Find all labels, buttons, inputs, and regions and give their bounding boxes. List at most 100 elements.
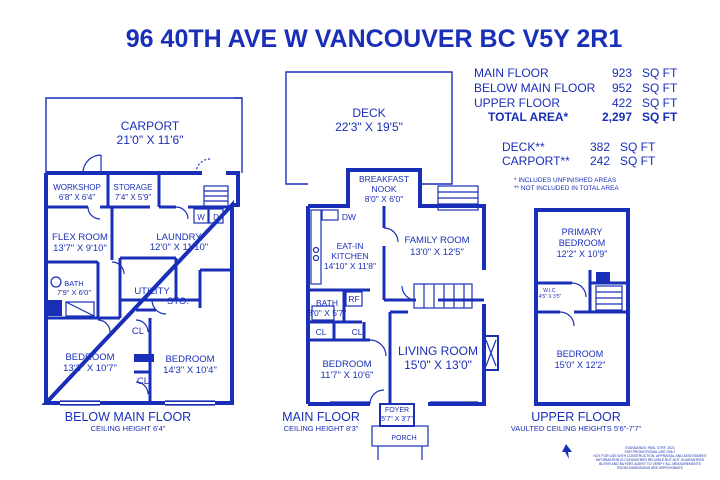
area-label-deck: DECK**	[502, 140, 545, 154]
below-main-floor-plan: CARPORT 21'0" X 11'6" WORKSHOP 6'8" X 6'…	[41, 97, 243, 433]
dishwasher-label: DW	[342, 212, 356, 222]
below-closet-2: CL	[137, 376, 149, 387]
below-bath-name: BATH	[64, 279, 83, 288]
dryer-label: D	[213, 213, 219, 222]
main-closet-2: CL	[352, 327, 363, 337]
area-label-carport: CARPORT**	[502, 154, 570, 168]
laundry-dims: 12'0" X 11'10"	[150, 242, 208, 253]
nook-name-1: BREAKFAST	[359, 174, 409, 184]
below-closet-1: CL	[132, 326, 144, 337]
primary-bedroom-dims: 12'2" X 10'9"	[557, 249, 608, 259]
below-bedroom-1-name: BEDROOM	[65, 352, 114, 363]
living-room-name: LIVING ROOM	[398, 344, 478, 358]
deck-name: DECK	[352, 106, 385, 120]
upper-bedroom-dims: 15'0" X 12'2"	[555, 360, 606, 370]
upper-chimney	[596, 272, 610, 284]
main-closet-1: CL	[316, 327, 327, 337]
nook-dims: 8'0" X 6'0"	[365, 194, 404, 204]
main-stairs	[413, 283, 473, 309]
area-unit-main: SQ FT	[642, 66, 678, 80]
area-label-total: TOTAL AREA*	[488, 110, 569, 124]
storage-name: STORAGE	[114, 183, 153, 192]
below-floor-label: BELOW MAIN FLOOR	[65, 410, 191, 424]
main-floor-plan: DECK 22'3" X 19'5" BREAKFAST NOOK 8'0" X…	[282, 71, 499, 460]
storage-dims: 7'4" X 5'9"	[115, 193, 151, 202]
area-value-upper: 422	[612, 96, 632, 110]
kitchen-dims: 14'10" X 11'8"	[324, 261, 376, 271]
area-summary: MAIN FLOOR 923 SQ FT BELOW MAIN FLOOR 95…	[474, 66, 678, 192]
main-bedroom-dims: 11'7" X 10'6"	[321, 370, 374, 381]
disclaimer-line-1: STANDARDS: RMS, STRF, 2021	[625, 446, 675, 450]
workshop-name: WORKSHOP	[53, 183, 101, 192]
flex-room-name: FLEX ROOM	[52, 232, 108, 243]
wic-name: W.I.C.	[543, 288, 557, 294]
area-note-1: * INCLUDES UNFINISHED AREAS	[514, 177, 617, 184]
laundry-name: LAUNDRY	[156, 232, 202, 243]
foyer-name: FOYER	[385, 407, 409, 414]
below-windows	[44, 339, 234, 406]
primary-bedroom-name-2: BEDROOM	[559, 238, 606, 248]
below-bath-dims: 7'9" X 6'0"	[57, 288, 91, 297]
main-floor-ceiling: CEILING HEIGHT 8'3"	[284, 424, 359, 433]
area-note-2: ** NOT INCLUDED IN TOTAL AREA	[514, 185, 619, 192]
kitchen-name-1: EAT-IN	[337, 241, 364, 251]
washer-label: W	[197, 213, 205, 222]
area-label-main: MAIN FLOOR	[474, 66, 549, 80]
kitchen-name-2: KITCHEN	[331, 251, 368, 261]
area-unit-below: SQ FT	[642, 81, 678, 95]
main-bath-dims: 8'0" X 5'7"	[308, 308, 347, 318]
carport-dims: 21'0" X 11'6"	[117, 133, 184, 147]
carport-name: CARPORT	[121, 119, 180, 133]
upper-windows	[555, 208, 607, 406]
area-label-below: BELOW MAIN FLOOR	[474, 81, 596, 95]
area-value-deck: 382	[590, 140, 610, 154]
wic-dims: 4'5" X 3'5"	[539, 294, 562, 300]
family-room-dims: 13'0" X 12'5"	[410, 247, 464, 258]
main-bath-name: BATH	[316, 298, 338, 308]
upper-stairs	[595, 285, 623, 311]
below-bath-shower	[48, 300, 62, 316]
upper-floor-ceiling: VAULTED CEILING HEIGHTS 5'6"-7'7"	[511, 424, 642, 433]
area-value-main: 923	[612, 66, 632, 80]
main-windows	[306, 229, 486, 403]
area-unit-carport: SQ FT	[620, 154, 656, 168]
area-label-upper: UPPER FLOOR	[474, 96, 560, 110]
disclaimer-line-3: NOT FOR USE WITH CONSTRUCTION, APPRAISAL…	[593, 454, 706, 458]
below-bedroom-closet-wall	[134, 354, 154, 362]
sto-name: STO.	[167, 296, 189, 307]
flex-room-dims: 13'7" X 9'10"	[53, 243, 107, 254]
fireplace	[483, 335, 499, 371]
below-bedroom-1-dims: 13'2" X 10'7"	[63, 363, 117, 374]
main-floor-label: MAIN FLOOR	[282, 410, 360, 424]
disclaimer-line-6: ROOM DIMENSIONS ARE APPROXIMATE	[617, 466, 683, 470]
family-room-name: FAMILY ROOM	[404, 235, 469, 246]
utility-name: UTILITY	[134, 286, 170, 297]
deck-dims: 22'3" X 19'5"	[335, 120, 403, 134]
main-bedroom-name: BEDROOM	[322, 359, 371, 370]
nook-name-2: NOOK	[371, 184, 396, 194]
disclaimer-line-2: FOR PROMOTIONAL USE ONLY	[625, 450, 677, 454]
disclaimer-line-4: INFORMATION IS CONSIDERED RELIABLE BUT N…	[596, 458, 705, 462]
property-address-title: 96 40TH AVE W VANCOUVER BC V5Y 2R1	[126, 25, 623, 53]
disclaimer-line-5: BUYER AND BUYERS AGENT TO VERIFY ALL MEA…	[599, 462, 701, 466]
primary-bedroom-name-1: PRIMARY	[562, 227, 603, 237]
workshop-dims: 6'8" X 6'4"	[59, 193, 95, 202]
upper-bedroom-name: BEDROOM	[557, 349, 604, 359]
foyer-dims: 5'7" X 3'7"	[381, 416, 413, 423]
upper-floor-plan: PRIMARY BEDROOM 12'2" X 10'9" BEDROOM 15…	[511, 208, 642, 433]
fridge-label: RF	[348, 294, 359, 304]
area-value-carport: 242	[590, 154, 610, 168]
living-room-dims: 15'0" X 13'0"	[404, 358, 472, 372]
north-arrow-icon	[562, 444, 572, 459]
area-value-total: 2,297	[602, 110, 632, 124]
area-value-below: 952	[612, 81, 632, 95]
below-bedroom-2-dims: 14'3" X 10'4"	[163, 365, 217, 376]
upper-floor-label: UPPER FLOOR	[531, 410, 621, 424]
area-unit-total: SQ FT	[642, 110, 678, 124]
porch-name: PORCH	[391, 435, 416, 442]
below-bedroom-2-name: BEDROOM	[165, 354, 214, 365]
area-unit-deck: SQ FT	[620, 140, 656, 154]
disclaimer: STANDARDS: RMS, STRF, 2021 FOR PROMOTION…	[593, 446, 706, 470]
area-unit-upper: SQ FT	[642, 96, 678, 110]
